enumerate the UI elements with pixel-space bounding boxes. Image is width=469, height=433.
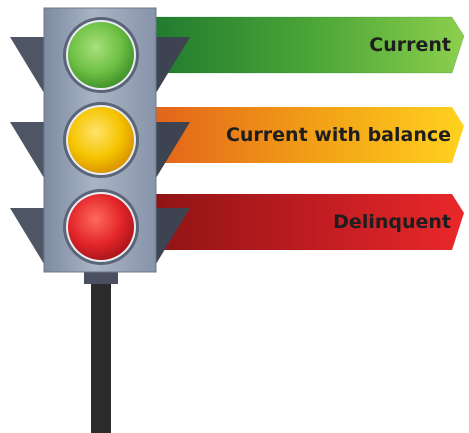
yellow-light xyxy=(68,107,134,173)
sign-current-with-balance xyxy=(150,107,464,163)
visor-left-1 xyxy=(10,37,44,93)
red-light xyxy=(68,194,134,260)
visor-right-1 xyxy=(156,37,190,93)
sign-label-current: Current xyxy=(369,34,451,56)
sign-label-delinquent: Delinquent xyxy=(333,211,451,233)
pole xyxy=(91,270,111,433)
sign-label-current-with-balance: Current with balance xyxy=(225,124,451,146)
visor-right-2 xyxy=(156,122,190,178)
visor-right-3 xyxy=(156,208,190,264)
green-light xyxy=(68,22,134,88)
pole-cap xyxy=(84,270,118,284)
visor-left-3 xyxy=(10,208,44,264)
sign-delinquent xyxy=(150,194,464,250)
visor-left-2 xyxy=(10,122,44,178)
